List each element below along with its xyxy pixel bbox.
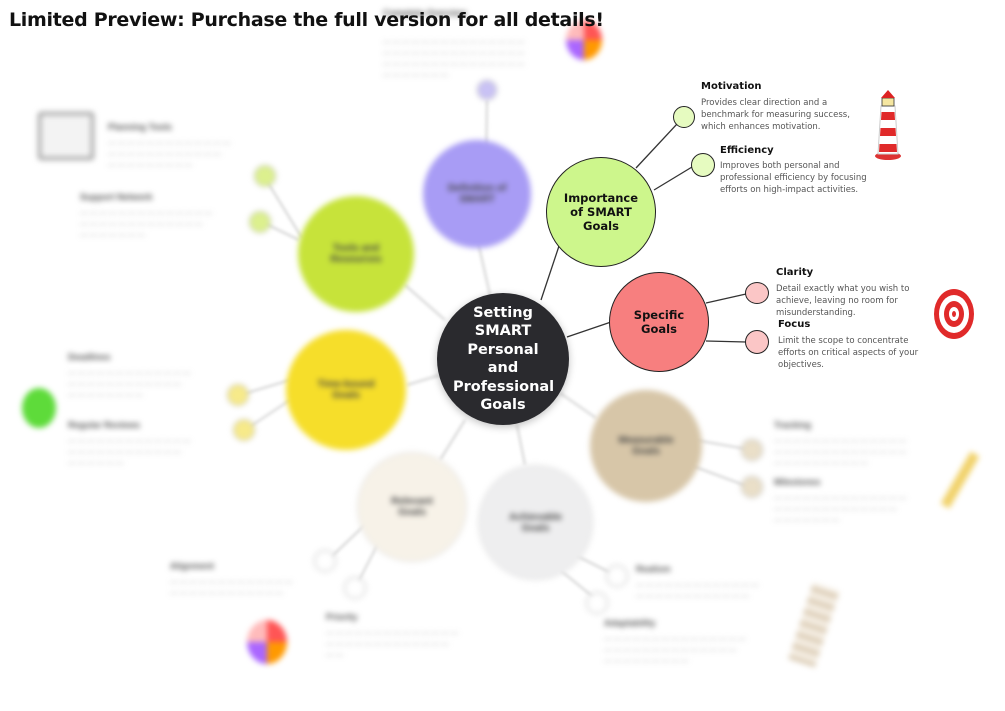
clarity-text: Detail exactly what you wish to achieve,… — [776, 284, 910, 318]
time-bound-node: Time-bound Goals — [286, 330, 406, 450]
definition-node: Definition of SMART — [423, 140, 531, 248]
focus-text: Limit the scope to concentrate efforts o… — [778, 336, 919, 370]
line-center-importance — [540, 242, 561, 301]
clarity-title: Clarity — [776, 267, 814, 278]
achievable-node: Achievable Goals — [478, 465, 593, 580]
efficiency-text: Improves both personal and professional … — [720, 161, 867, 195]
efficiency-title: Efficiency — [720, 145, 774, 156]
target-icon — [934, 289, 974, 339]
clarity-dot — [745, 282, 769, 304]
tools-node: Tools and Resources — [298, 196, 414, 312]
lighthouse-icon — [875, 90, 901, 160]
relevant-node: Relevant Goals — [357, 452, 467, 562]
line-importance-efficiency — [653, 166, 693, 191]
specific-node: Specific Goals — [609, 272, 709, 372]
efficiency-dot — [691, 153, 715, 177]
motivation-dot — [673, 106, 695, 128]
preview-banner: Limited Preview: Purchase the full versi… — [9, 9, 604, 31]
measurable-node: Measurable Goals — [590, 390, 702, 502]
center-topic-node: Setting SMART Personal and Professional … — [437, 293, 569, 425]
focus-dot — [745, 330, 769, 354]
focus-title: Focus — [778, 319, 811, 330]
importance-node: Importance of SMART Goals — [546, 157, 656, 267]
line-center-specific — [566, 321, 612, 338]
motivation-text: Provides clear direction and a benchmark… — [701, 98, 850, 132]
color-wheel-icon — [566, 20, 602, 60]
green-orb-icon — [22, 388, 56, 428]
motivation-title: Motivation — [701, 81, 762, 92]
color-wheel-icon-2 — [247, 620, 287, 664]
line-importance-motivation — [635, 123, 678, 169]
line-specific-focus — [705, 340, 747, 343]
line-specific-clarity — [705, 293, 747, 304]
computer-icon — [38, 112, 94, 160]
